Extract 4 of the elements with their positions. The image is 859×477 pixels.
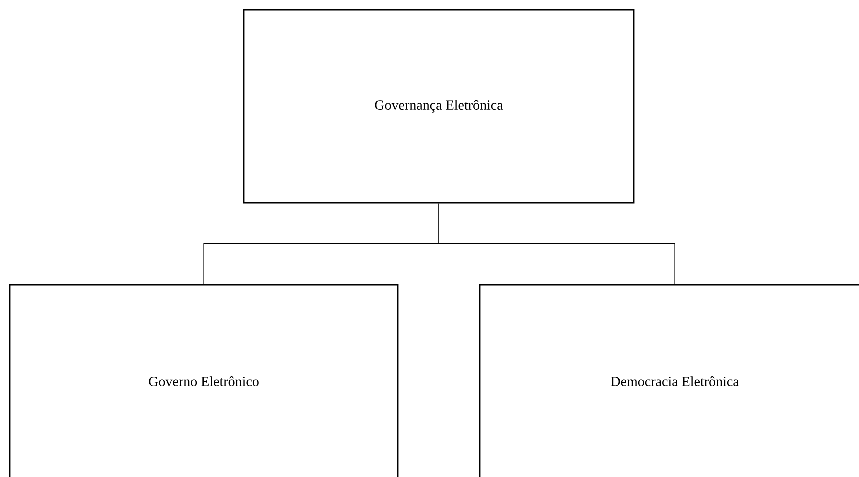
text-box: Democracia Eletrônica (479, 284, 859, 477)
text-box: Governança Eletrônica (243, 9, 635, 204)
connector-line (438, 203, 676, 285)
text-box: Governo Eletrônico (9, 284, 399, 477)
